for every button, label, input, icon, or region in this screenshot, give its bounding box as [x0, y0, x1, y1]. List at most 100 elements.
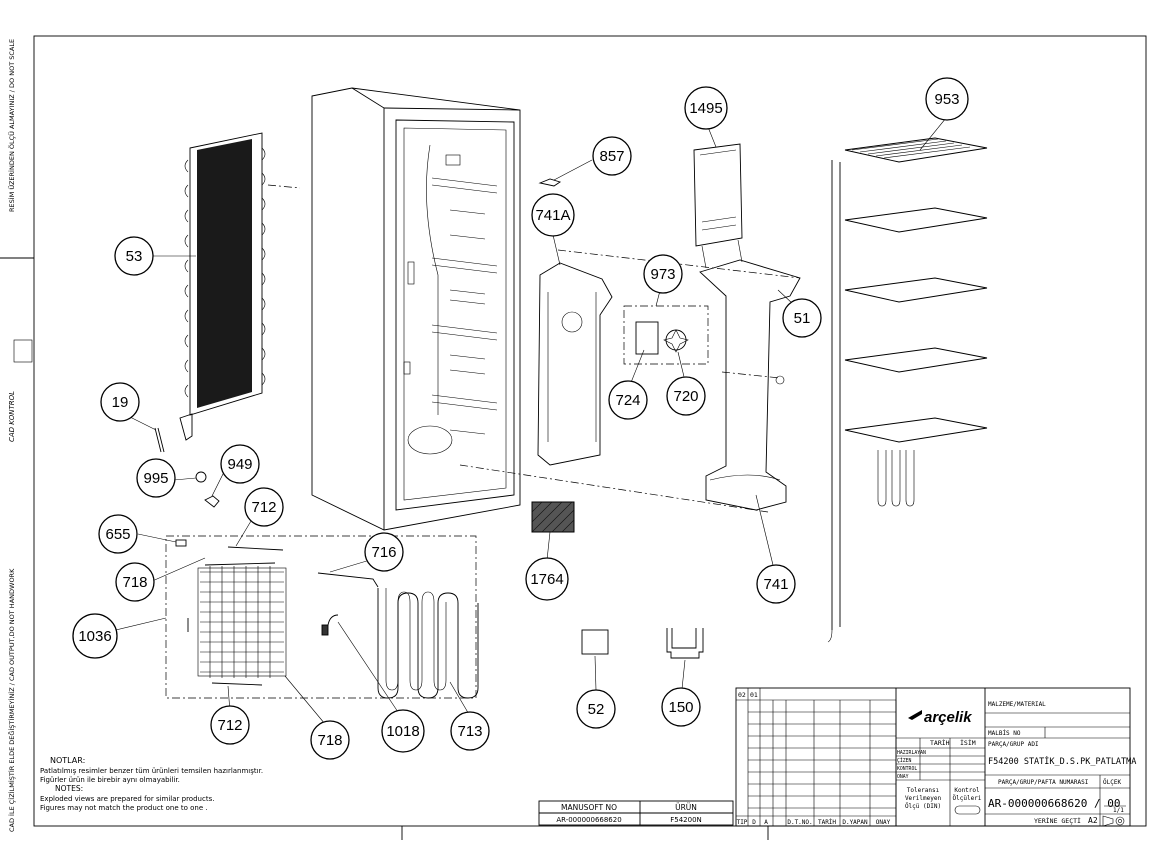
callout-713: 713 — [450, 711, 490, 751]
svg-text:713: 713 — [457, 723, 482, 740]
callout-1036: 1036 — [72, 613, 118, 659]
svg-text:712: 712 — [251, 499, 276, 516]
notes-line1-tr: Patlatılmış resimler benzer tüm ürünleri… — [40, 767, 263, 775]
spare-box-sketch — [581, 629, 609, 655]
svg-text:716: 716 — [371, 544, 396, 561]
svg-text:F54200N: F54200N — [670, 816, 702, 824]
callout-712-top: 712 — [244, 487, 284, 527]
drawing-border — [33, 35, 1147, 827]
rev-col-onay: ONAY — [876, 819, 891, 826]
connector-sketch — [175, 539, 187, 547]
callout-1764: 1764 — [525, 557, 569, 601]
rev-header-01: 01 — [750, 691, 758, 699]
part-number-value: AR-000000668620 / 00 — [988, 797, 1120, 810]
callout-724: 724 — [608, 380, 648, 420]
callout-953: 953 — [925, 77, 969, 121]
svg-text:19: 19 — [112, 394, 129, 411]
notes-line1-en: Exploded views are prepared for similar … — [40, 795, 214, 803]
callout-720: 720 — [666, 376, 706, 416]
svg-text:150: 150 — [668, 699, 693, 716]
callout-741a: 741A — [531, 193, 575, 237]
callout-1018: 1018 — [381, 709, 425, 753]
callout-53: 53 — [114, 236, 154, 276]
bracket-sketch — [666, 628, 704, 659]
svg-text:AR-000000668620: AR-000000668620 — [556, 816, 621, 824]
model-no-label: MALBİS NO — [988, 730, 1021, 737]
replaced-label: YERİNE GEÇTİ — [1034, 816, 1081, 825]
back-condenser-sketch — [179, 132, 301, 441]
svg-text:52: 52 — [588, 701, 605, 718]
callout-51: 51 — [782, 298, 822, 338]
scale-label: ÖLÇEK — [1103, 779, 1121, 786]
svg-text:724: 724 — [615, 392, 640, 409]
svg-text:741A: 741A — [535, 207, 570, 224]
svg-text:MANUSOFT NO: MANUSOFT NO — [561, 803, 617, 812]
callout-150: 150 — [661, 687, 701, 727]
callout-718-bottom: 718 — [310, 720, 350, 760]
rev-col-tarih: TARİH — [818, 819, 836, 826]
notes-line2-en: Figures may not match the product one to… — [40, 804, 208, 812]
arcelik-logo: arçelik — [908, 709, 972, 726]
svg-text:712: 712 — [217, 717, 242, 734]
svg-text:1495: 1495 — [689, 100, 722, 117]
notes-line2-tr: Figürler ürün ile birebir aynı olmayabil… — [40, 776, 180, 784]
fan-motor-group-sketch — [623, 305, 709, 365]
name-header: İSİM — [960, 738, 976, 747]
serpentine-tube-sketch — [317, 572, 479, 699]
svg-text:718: 718 — [317, 732, 342, 749]
role-kontrol: KONTROL — [897, 766, 917, 772]
svg-text:arçelik: arçelik — [924, 709, 972, 726]
callout-712-bottom: 712 — [210, 705, 250, 745]
svg-text:949: 949 — [227, 456, 252, 473]
svg-text:1764: 1764 — [530, 571, 563, 588]
part-number-label: PARÇA/GRUP/PAFTA NUMARASI — [998, 779, 1089, 786]
manusoft-box: MANUSOFT NO ÜRÜN AR-000000668620 F54200N — [538, 800, 734, 826]
scale-value: 1/1 — [1113, 807, 1124, 814]
callout-973: 973 — [643, 254, 683, 294]
drain-tube-sketch — [154, 427, 165, 453]
svg-text:ÜRÜN: ÜRÜN — [675, 803, 697, 812]
margin-note-bottom: CAD İLE ÇİZİLMİŞTİR ELDE DEĞİŞTİRMEYİNİZ… — [7, 568, 16, 832]
evaporator-cover-sketch — [459, 259, 801, 513]
callout-1495: 1495 — [684, 86, 728, 130]
callout-716: 716 — [364, 532, 404, 572]
projection-symbol-icon — [1102, 815, 1125, 827]
material-label: MALZEME/MATERIAL — [988, 701, 1046, 708]
margin-note-middle: CAD KONTROL — [8, 391, 16, 442]
hinge-clip-sketch — [538, 178, 562, 187]
svg-text:1036: 1036 — [78, 628, 111, 645]
grommet-sketch — [195, 471, 207, 483]
rev-col-d: D — [752, 819, 756, 826]
callout-52: 52 — [576, 689, 616, 729]
insulation-block-sketch — [531, 501, 575, 533]
callout-949: 949 — [220, 444, 260, 484]
group-name-label: PARÇA/GRUP ADI — [988, 741, 1039, 748]
leader-lines — [94, 117, 947, 731]
callout-741: 741 — [756, 564, 796, 604]
title-block: 02 01 TIP D A D.T.NO. TARİH D.YAPAN ONAY… — [735, 687, 1136, 827]
rev-col-dyapan: D.YAPAN — [842, 819, 868, 826]
rev-col-tip: TIP — [737, 819, 748, 826]
notes-heading-en: NOTES: — [55, 784, 83, 793]
role-onay: ONAY — [897, 774, 909, 780]
role-cizen: ÇİZEN — [897, 757, 912, 764]
callout-655: 655 — [98, 514, 138, 554]
notes-block: NOTLAR: Patlatılmış resimler benzer tüm … — [40, 756, 263, 812]
evaporator-shelves-sketch — [827, 137, 988, 643]
date-header: TARİH — [930, 738, 950, 747]
callout-995: 995 — [136, 458, 176, 498]
sheet-size: A2 — [1088, 816, 1098, 825]
svg-text:53: 53 — [126, 248, 143, 265]
svg-text:1018: 1018 — [386, 723, 419, 740]
rev-col-dtno: D.T.NO. — [787, 819, 812, 826]
cover-plate-sketch — [693, 143, 743, 269]
callout-19: 19 — [100, 382, 140, 422]
role-hazirlayan: HAZIRLAYAN — [897, 750, 926, 756]
clip-sketch — [204, 495, 220, 508]
svg-text:720: 720 — [673, 388, 698, 405]
callout-718-left: 718 — [115, 562, 155, 602]
svg-text:953: 953 — [934, 91, 959, 108]
